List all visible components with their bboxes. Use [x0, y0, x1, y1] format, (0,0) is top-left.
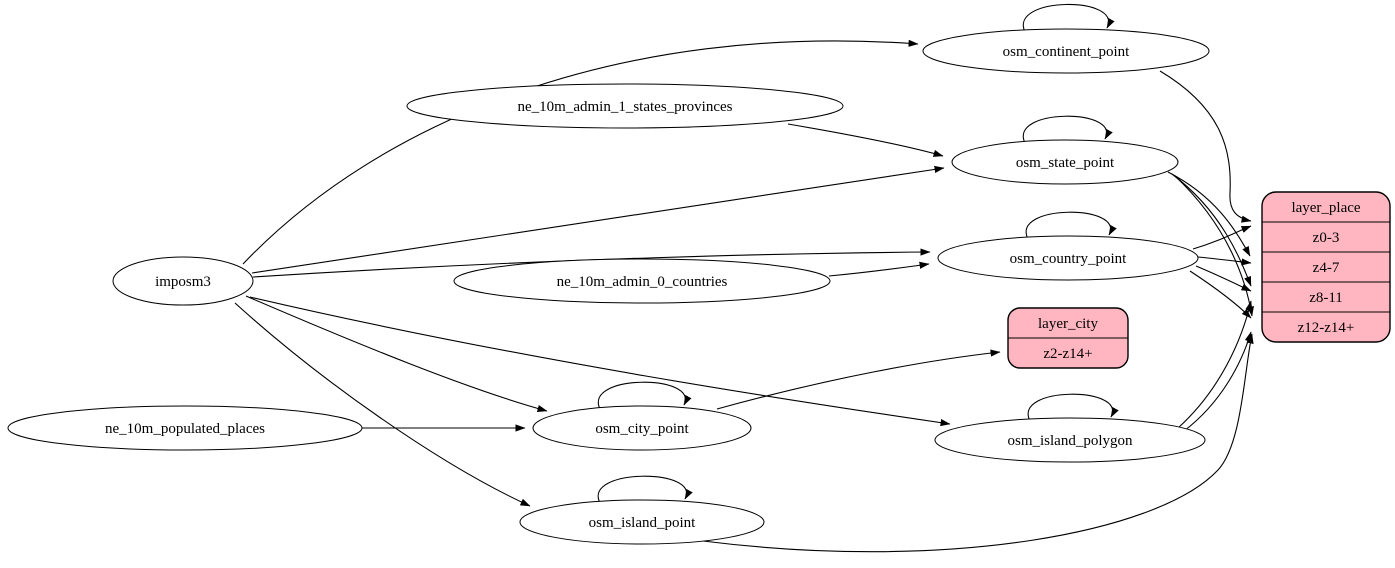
- layer-place-row-z12-z14: z12-z14+: [1298, 320, 1355, 336]
- node-layer-city: layer_city z2-z14+: [1007, 307, 1129, 369]
- node-imposm3: imposm3: [112, 256, 254, 306]
- selfloop-osm-country-point: [1025, 211, 1117, 240]
- edge-imposm3-to-osm-continent-point: [242, 39, 919, 265]
- edge-imposm3-to-osm-island-polygon: [249, 296, 951, 427]
- imposm3-label: imposm3: [155, 274, 211, 290]
- node-ne-10m-admin-1-states-provinces: ne_10m_admin_1_states_provinces: [406, 83, 844, 129]
- node-osm-city-point: osm_city_point: [532, 405, 752, 451]
- osm-island-polygon-shape: [934, 417, 1206, 463]
- edge-osm-state-point-to-z8-11: [1171, 173, 1252, 287]
- osm-city-point-label: osm_city_point: [595, 421, 689, 437]
- node-osm-island-polygon: osm_island_polygon: [934, 417, 1206, 463]
- node-osm-continent-point: osm_continent_point: [922, 28, 1210, 74]
- edge-osm-state-point-to-z4-7: [1167, 171, 1251, 257]
- node-osm-state-point: osm_state_point: [951, 139, 1179, 185]
- imposm3-shape: [112, 256, 254, 306]
- ne-10m-populated-places-label: ne_10m_populated_places: [105, 421, 265, 437]
- node-ne-10m-admin-0-countries: ne_10m_admin_0_countries: [453, 258, 831, 304]
- edge-imposm3-to-osm-country-point: [252, 248, 931, 278]
- edge-osm-country-point-to-z8-11: [1195, 265, 1252, 292]
- edge-ne-10m-admin-0-to-osm-country-point: [828, 261, 930, 277]
- osm-city-point-shape: [532, 405, 752, 451]
- edge-ne-10m-admin-1-to-osm-state-point: [787, 123, 944, 157]
- node-osm-island-point: osm_island_point: [519, 499, 765, 545]
- edge-osm-country-point-to-z0-3: [1192, 225, 1252, 250]
- selfloop-osm-island-point: [597, 475, 693, 504]
- selfloop-osm-state-point: [1022, 115, 1113, 144]
- osm-country-point-shape: [937, 235, 1199, 281]
- edge-imposm3-to-osm-island-point: [234, 302, 531, 507]
- edge-osm-country-point-to-z4-7: [1197, 256, 1252, 266]
- edge-imposm3-to-osm-state-point: [251, 165, 945, 274]
- layer-place-row-z8-11: z8-11: [1309, 290, 1343, 306]
- edge-osm-island-polygon-to-z8-11: [1177, 300, 1253, 429]
- osm-island-point-label: osm_island_point: [589, 515, 697, 531]
- layer-place-title: layer_place: [1291, 200, 1360, 216]
- edge-osm-island-point-to-z12-z14: [702, 333, 1254, 553]
- layer-city-title: layer_city: [1038, 316, 1098, 332]
- node-ne-10m-populated-places: ne_10m_populated_places: [7, 405, 363, 451]
- ne-10m-admin-0-label: ne_10m_admin_0_countries: [557, 274, 728, 290]
- edges: [234, 3, 1254, 553]
- osm-island-point-shape: [519, 499, 765, 545]
- ne-10m-admin-1-shape: [406, 83, 844, 129]
- ne-10m-populated-places-shape: [7, 405, 363, 451]
- edge-imposm3-to-osm-city-point: [245, 295, 548, 412]
- selfloop-osm-city-point: [597, 381, 692, 410]
- ne-10m-admin-1-label: ne_10m_admin_1_states_provinces: [518, 99, 733, 115]
- osm-continent-point-label: osm_continent_point: [1003, 44, 1130, 60]
- osm-continent-point-shape: [922, 28, 1210, 74]
- layer-place-row-z4-7: z4-7: [1313, 260, 1340, 276]
- layer-place-shape: [1261, 191, 1391, 343]
- osm-state-point-label: osm_state_point: [1016, 155, 1115, 171]
- ne-10m-admin-0-shape: [453, 258, 831, 304]
- edge-osm-state-point-to-z12-z14: [1174, 175, 1254, 317]
- edge-osm-city-point-to-layer-city-z2: [716, 349, 1001, 410]
- selfloop-osm-island-polygon: [1027, 393, 1119, 422]
- selfloop-osm-continent-point: [1022, 3, 1115, 33]
- layer-city-row-z2-z14: z2-z14+: [1043, 346, 1092, 362]
- osm-state-point-shape: [951, 139, 1179, 185]
- layer-place-row-z0-3: z0-3: [1313, 230, 1340, 246]
- osm-island-polygon-label: osm_island_polygon: [1007, 433, 1133, 449]
- edge-osm-continent-point-to-z0-3: [1159, 70, 1252, 223]
- node-layer-place: layer_place z0-3 z4-7 z8-11 z12-z14+: [1261, 191, 1391, 343]
- osm-country-point-label: osm_country_point: [1010, 251, 1127, 267]
- node-osm-country-point: osm_country_point: [937, 235, 1199, 281]
